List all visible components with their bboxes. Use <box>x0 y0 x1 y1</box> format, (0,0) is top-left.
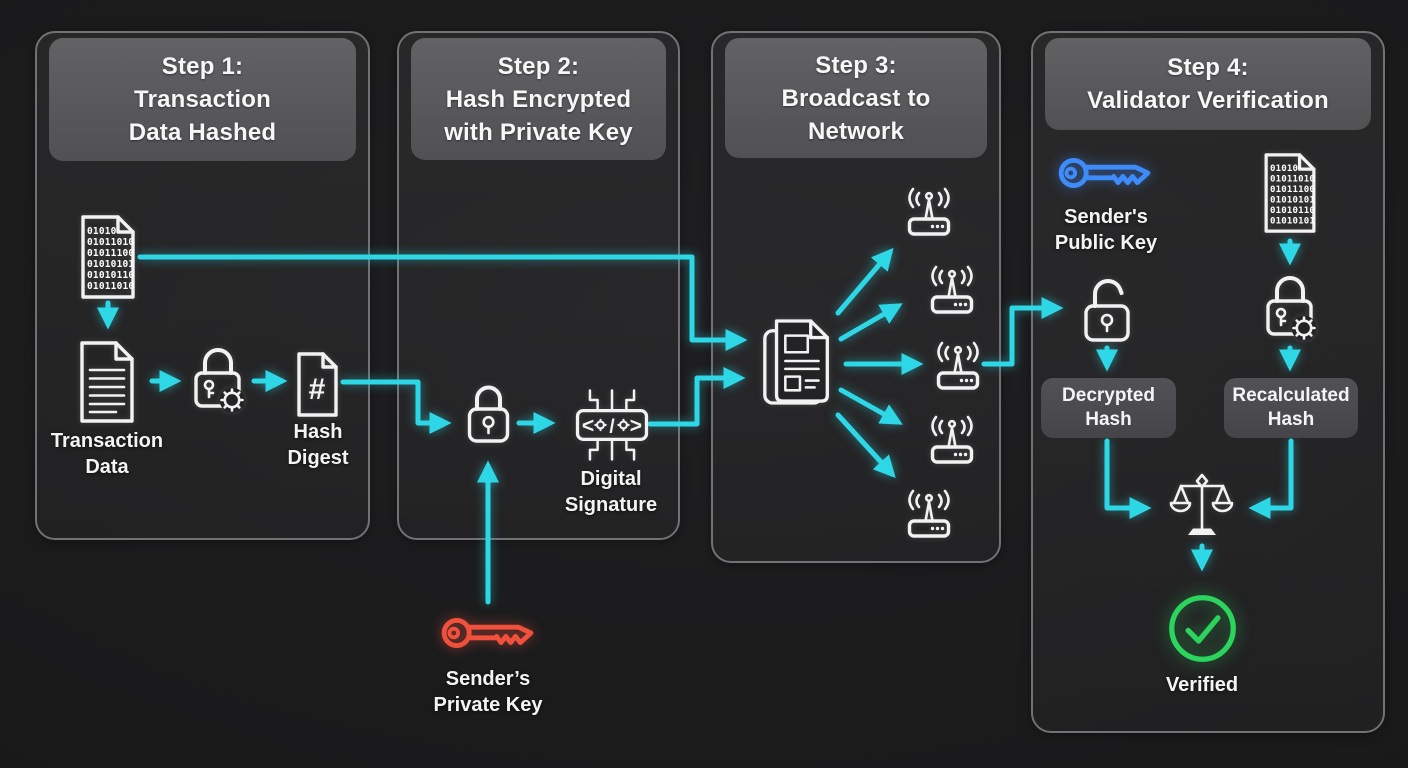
hash-digest-document-icon: # <box>294 351 341 418</box>
binary-document-icon: 01010 01011010 01011100 01010101 0101011… <box>1259 151 1321 235</box>
step2-title: Step 2: Hash Encrypted with Private Key <box>411 38 666 160</box>
private-key-icon <box>440 606 537 660</box>
verified-label: Verified <box>1165 674 1239 696</box>
svg-text:01011010: 01011010 <box>87 281 134 292</box>
senders-public-key-label: Sender's Public Key <box>1054 206 1158 254</box>
svg-text:01011100: 01011100 <box>1270 185 1315 195</box>
svg-text:>: > <box>630 415 642 438</box>
step1-title: Step 1: Transaction Data Hashed <box>49 38 356 161</box>
svg-text:01010101: 01010101 <box>1270 196 1315 206</box>
svg-text:01011010: 01011010 <box>1270 175 1315 185</box>
verified-check-icon <box>1166 592 1239 665</box>
router-icon <box>927 264 977 316</box>
digital-signature-label: Digital Signature <box>564 468 658 516</box>
padlock-icon <box>462 377 515 447</box>
svg-text:/: / <box>609 417 615 438</box>
svg-text:01010101: 01010101 <box>1270 217 1315 227</box>
svg-text:01010110: 01010110 <box>87 270 134 281</box>
public-key-icon <box>1057 146 1154 200</box>
balance-scale-icon <box>1168 472 1236 542</box>
svg-text:<: < <box>582 415 594 438</box>
binary-document-icon: 01010 01011010 01011100 01010101 0101011… <box>76 213 140 301</box>
unlock-icon <box>1078 268 1138 346</box>
decrypted-hash-chip: Decrypted Hash <box>1041 378 1176 438</box>
svg-text:#: # <box>309 373 326 406</box>
step4-title: Step 4: Validator Verification <box>1045 38 1371 130</box>
router-icon <box>927 414 977 466</box>
recalculate-lock-gear-icon <box>1258 268 1322 344</box>
recalculated-hash-chip: Recalculated Hash <box>1224 378 1358 438</box>
router-icon <box>904 186 954 238</box>
svg-text:01011010: 01011010 <box>87 237 134 248</box>
router-icon <box>904 488 954 540</box>
svg-text:01011100: 01011100 <box>87 248 134 259</box>
step3-title: Step 3: Broadcast to Network <box>725 38 987 158</box>
router-icon <box>933 340 983 392</box>
digital-signature-chip-icon: < / > <box>566 378 658 470</box>
svg-text:01010101: 01010101 <box>87 259 134 270</box>
hash-digest-label: Hash Digest <box>287 421 349 469</box>
senders-private-key-label: Sender’s Private Key <box>433 668 543 716</box>
transaction-data-label: Transaction Data <box>50 430 164 478</box>
transaction-document-icon <box>76 340 138 424</box>
svg-text:01010110: 01010110 <box>1270 206 1315 216</box>
svg-text:01010: 01010 <box>1270 164 1298 174</box>
hash-lock-gear-icon <box>186 340 250 416</box>
svg-text:01010: 01010 <box>87 226 117 237</box>
broadcast-documents-icon <box>758 315 840 409</box>
